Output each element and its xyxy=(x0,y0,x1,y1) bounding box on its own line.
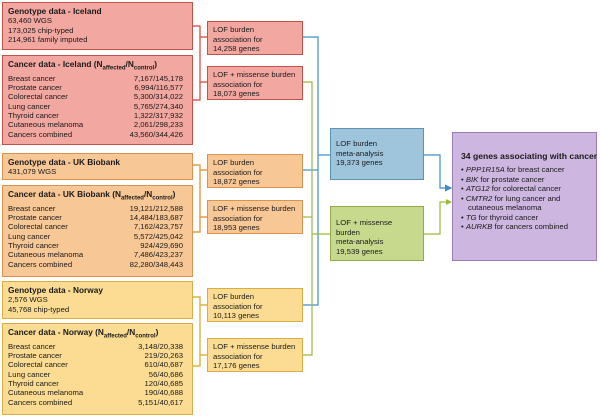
norway-missense-assoc-box: LOF + missense burden association for 17… xyxy=(207,338,303,372)
norway-cancer-box: Cancer data - Norway (Naffected/Ncontrol… xyxy=(2,323,193,415)
assoc-line: association for xyxy=(213,79,263,89)
assoc-line: LOF burden xyxy=(213,25,255,34)
norway-genotype-box: Genotype data - Norway 2,576 WGS 45,768 … xyxy=(2,281,193,319)
meta-line: meta-analysis xyxy=(336,237,384,246)
norway-connectors xyxy=(193,296,207,367)
norway-genotype-line: 2,576 WGS xyxy=(8,295,48,304)
iceland-genotype-line: 63,460 WGS xyxy=(8,16,53,25)
iceland-missense-assoc-box: LOF + missense burden association for 18… xyxy=(207,66,303,100)
iceland-genotype-line: 173,025 chip-typed xyxy=(8,25,74,35)
ukb-genotype-title: Genotype data - UK Biobank xyxy=(8,157,121,167)
list-item-continued: cutaneous melanoma xyxy=(468,203,542,212)
iceland-cancer-title: Cancer data - Iceland (Naffected/Ncontro… xyxy=(8,59,157,72)
assoc-line: LOF burden xyxy=(213,292,255,301)
norway-genotype-title: Genotype data - Norway xyxy=(8,285,103,295)
result-box: 34 genes associating with cancer • PPP1R… xyxy=(452,132,597,261)
assoc-line: association for xyxy=(213,301,263,311)
list-item: • ATG12 for colorectal cancer xyxy=(461,184,561,193)
iceland-genotype-line: 214,961 family imputed xyxy=(8,35,88,44)
assoc-line: association for xyxy=(213,34,263,44)
norway-cancer-title: Cancer data - Norway (Naffected/Ncontrol… xyxy=(8,327,159,340)
list-item: • TG for thyroid cancer xyxy=(461,212,539,222)
missense-meta-connectors xyxy=(303,81,330,356)
iceland-connectors xyxy=(193,25,207,101)
assoc-line: LOF + missense burden xyxy=(213,342,296,351)
assoc-line: 18,953 genes xyxy=(213,223,260,232)
assoc-line: association for xyxy=(213,351,263,361)
meta-lof-arrow xyxy=(424,154,453,192)
iceland-genotype-box: Genotype data - Iceland 63,460 WGS 173,0… xyxy=(2,2,193,50)
assoc-line: 10,113 genes xyxy=(213,311,260,320)
assoc-line: LOF + missense burden xyxy=(213,204,296,213)
result-title: 34 genes associating with cancer xyxy=(461,151,598,161)
assoc-line: 18,872 genes xyxy=(213,177,260,186)
ukb-genotype-box: Genotype data - UK Biobank 431,079 WGS xyxy=(2,153,193,180)
meta-line: LOF burden xyxy=(336,139,378,148)
ukb-cancer-box: Cancer data - UK Biobank (Naffected/Ncon… xyxy=(2,185,193,277)
ukb-lof-assoc-box: LOF burden association for 18,872 genes xyxy=(207,154,303,188)
assoc-line: 17,176 genes xyxy=(213,361,260,370)
assoc-line: association for xyxy=(213,167,263,177)
assoc-line: association for xyxy=(213,213,263,223)
iceland-cancer-box: Cancer data - Iceland (Naffected/Ncontro… xyxy=(2,55,193,145)
meta-line: 19,373 genes xyxy=(336,158,383,167)
assoc-line: LOF burden xyxy=(213,158,255,167)
ukb-genotype-line: 431,079 WGS xyxy=(8,167,57,176)
list-item: • CMTR2 for lung cancer and xyxy=(461,193,561,203)
assoc-line: 18,073 genes xyxy=(213,89,260,98)
norway-lof-assoc-box: LOF burden association for 10,113 genes xyxy=(207,288,303,322)
lof-meta-analysis-box: LOF burden meta-analysis 19,373 genes xyxy=(330,128,424,180)
iceland-lof-assoc-box: LOF burden association for 14,258 genes xyxy=(207,21,303,55)
ukb-cancer-title: Cancer data - UK Biobank (Naffected/Ncon… xyxy=(8,189,176,202)
norway-genotype-line: 45,768 chip-typed xyxy=(8,304,70,314)
lof-meta-connectors xyxy=(303,36,330,306)
ukb-missense-assoc-box: LOF + missense burden association for 18… xyxy=(207,200,303,234)
assoc-line: LOF + missense burden xyxy=(213,70,296,79)
meta-line: meta-analysis xyxy=(336,148,384,158)
missense-meta-analysis-box: LOF + missense burden meta-analysis 19,5… xyxy=(330,206,424,261)
list-item: • AURKB for cancers combined xyxy=(461,222,568,231)
list-item: • BIK for prostate cancer xyxy=(461,174,545,184)
meta-mis-arrow xyxy=(424,201,451,235)
assoc-line: 14,258 genes xyxy=(213,44,260,53)
list-item: • PPP1R15A for breast cancer xyxy=(461,165,565,174)
meta-line: 19,539 genes xyxy=(336,246,383,256)
ukb-connectors xyxy=(193,164,207,233)
iceland-genotype-title: Genotype data - Iceland xyxy=(8,6,102,16)
meta-line: LOF + missense burden xyxy=(336,218,393,237)
